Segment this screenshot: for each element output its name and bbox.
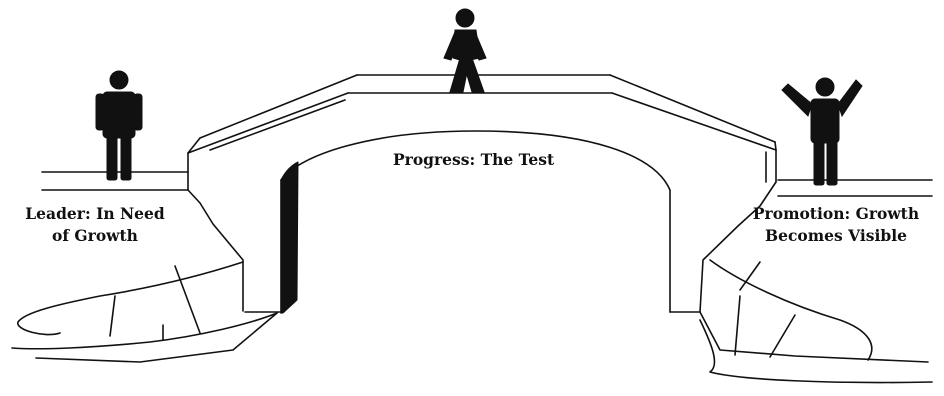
bridge xyxy=(188,75,776,313)
progress-label: Progress: The Test xyxy=(393,149,554,171)
promotion-label-line-2: Becomes Visible xyxy=(731,225,941,247)
progress-label-line-1: Progress: The Test xyxy=(393,149,554,171)
leader-label: Leader: In Need of Growth xyxy=(10,203,180,247)
cheering-person-icon xyxy=(782,78,862,185)
leader-label-line-1: Leader: In Need xyxy=(10,203,180,225)
promotion-label-line-1: Promotion: Growth xyxy=(731,203,941,225)
arch-shadow xyxy=(281,162,298,313)
promotion-label: Promotion: Growth Becomes Visible xyxy=(731,203,941,247)
standing-person-icon xyxy=(96,71,142,180)
walking-person-icon xyxy=(444,9,486,92)
leader-label-line-2: of Growth xyxy=(10,225,180,247)
left-bank xyxy=(12,172,277,362)
